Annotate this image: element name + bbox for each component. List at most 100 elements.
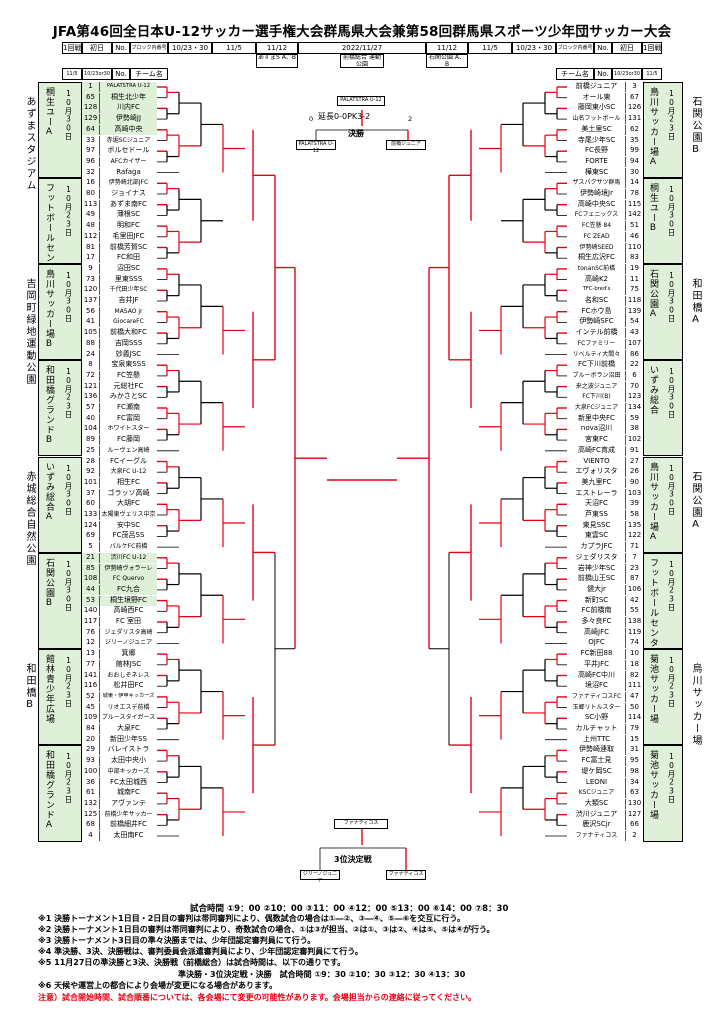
- team-name: 芦東SS: [585, 510, 608, 518]
- hdr-label: ブロック内番号: [557, 45, 593, 51]
- team-number: 93: [82, 756, 100, 767]
- team-number: 81: [82, 242, 100, 253]
- note-6: ※6 天候や運営上の都合により会場が変更になる場合があります。: [38, 981, 277, 991]
- team-number: 90: [625, 477, 643, 488]
- team-number: 44: [82, 584, 100, 595]
- team-name: 樺東SC: [584, 167, 609, 176]
- team-number: 2: [625, 831, 643, 841]
- note-text: ※4 準決勝、3決、決勝戦は、審判委員会派遣審判員により、少年団認定審判員にて行…: [38, 947, 363, 956]
- hdr-label: No.: [115, 44, 127, 52]
- team-name: FC太田城西: [110, 777, 147, 786]
- venue-date: 10月30日: [667, 185, 676, 237]
- team-number: 48: [82, 221, 100, 232]
- team-number: 36: [82, 777, 100, 788]
- hdr-label: 11/5: [646, 71, 658, 77]
- note-text: ※1 決勝トーナメント1日目・2日目の審判は帯同審判により、偶数試合の場合は①―…: [38, 914, 465, 923]
- team-name: 藤岡東小SC: [577, 103, 616, 112]
- hdr-label: 10/23or30: [614, 71, 640, 77]
- header2-no-left: No.: [112, 68, 130, 80]
- venue-date: 10月30日: [667, 270, 676, 322]
- team-number: 142: [625, 210, 643, 221]
- team-name: 高崎K2: [584, 274, 609, 283]
- team-name: 太田中央小: [111, 756, 146, 765]
- team-name: FC笠懸 84: [581, 222, 612, 230]
- team-name: 宝泉東SSS: [111, 360, 146, 369]
- team-number: 21: [82, 552, 100, 563]
- header-no-right: No.: [594, 42, 612, 54]
- team-number: 72: [82, 370, 100, 381]
- hdr-label: ブロック内番号: [131, 45, 167, 51]
- header-azuma: あずまS A、B: [256, 54, 298, 68]
- team-number: 80: [82, 189, 100, 199]
- note-3: ※3 決勝トーナメント3日目の準々決勝までは、少年団認定審判員にて行う。: [38, 936, 315, 946]
- team-number: 117: [82, 617, 100, 627]
- header-block-no-left: ブロック内番号: [130, 42, 168, 54]
- header-maebashi: 前橋総合 運動公園: [340, 54, 384, 68]
- team-number: 119: [625, 627, 643, 638]
- outer-venue-left: あずまスタジアム: [24, 96, 35, 192]
- team-number: 32: [82, 167, 100, 178]
- team-name: 太陽東ヴェリス中京: [101, 511, 156, 518]
- team-name: あずま南FC: [110, 199, 147, 208]
- header-first-day-left: 初日: [82, 42, 112, 54]
- venue-name: 館林青少年広場: [44, 654, 54, 725]
- hdr-label: チーム名: [561, 70, 589, 78]
- hdr-label: 10/23・30: [515, 44, 553, 52]
- team-number: 76: [82, 627, 100, 638]
- team-name: みかさとSC: [109, 392, 148, 401]
- team-number: 40: [82, 413, 100, 424]
- team-name: FC長野: [585, 146, 608, 155]
- venue-name: 桐生ユーA: [44, 87, 54, 138]
- schedule-main-text: 試合時間 ①9：00 ②10：00 ③11：00 ④12：00 ⑤13：00 ⑥…: [190, 904, 509, 914]
- final-team-box: PALATSTRA U-12: [337, 96, 385, 106]
- team-name: FC瀬南: [117, 403, 140, 411]
- header-date-115-left: 11/5: [212, 42, 256, 54]
- team-number: 82: [625, 670, 643, 681]
- team-row: FC下川(B)123: [568, 392, 643, 403]
- third-label-text: 3位決定戦: [334, 855, 372, 864]
- hdr-label: 2022/11/27: [341, 44, 383, 52]
- note-5: ※5 11月27日の準決勝と3決、決勝戦（前橋総合）は試合時間は、以下の通りです…: [38, 958, 345, 968]
- team-number: 129: [82, 114, 100, 125]
- team-name: 玉郷リトルスター: [572, 703, 621, 711]
- team-name: 桐生北少年: [111, 92, 146, 101]
- team-number: 121: [82, 381, 100, 392]
- venue-date: 10月23日: [64, 752, 73, 804]
- team-number: 96: [82, 156, 100, 167]
- header2-115-left: 11/5: [62, 68, 82, 80]
- team-number: 38: [625, 424, 643, 435]
- team-number: 141: [82, 670, 100, 681]
- team-number: 94: [625, 156, 643, 167]
- team-name: FC新田88: [580, 649, 613, 658]
- venue-name: 菊池サッカー場: [648, 654, 658, 725]
- team-number: 61: [82, 788, 100, 799]
